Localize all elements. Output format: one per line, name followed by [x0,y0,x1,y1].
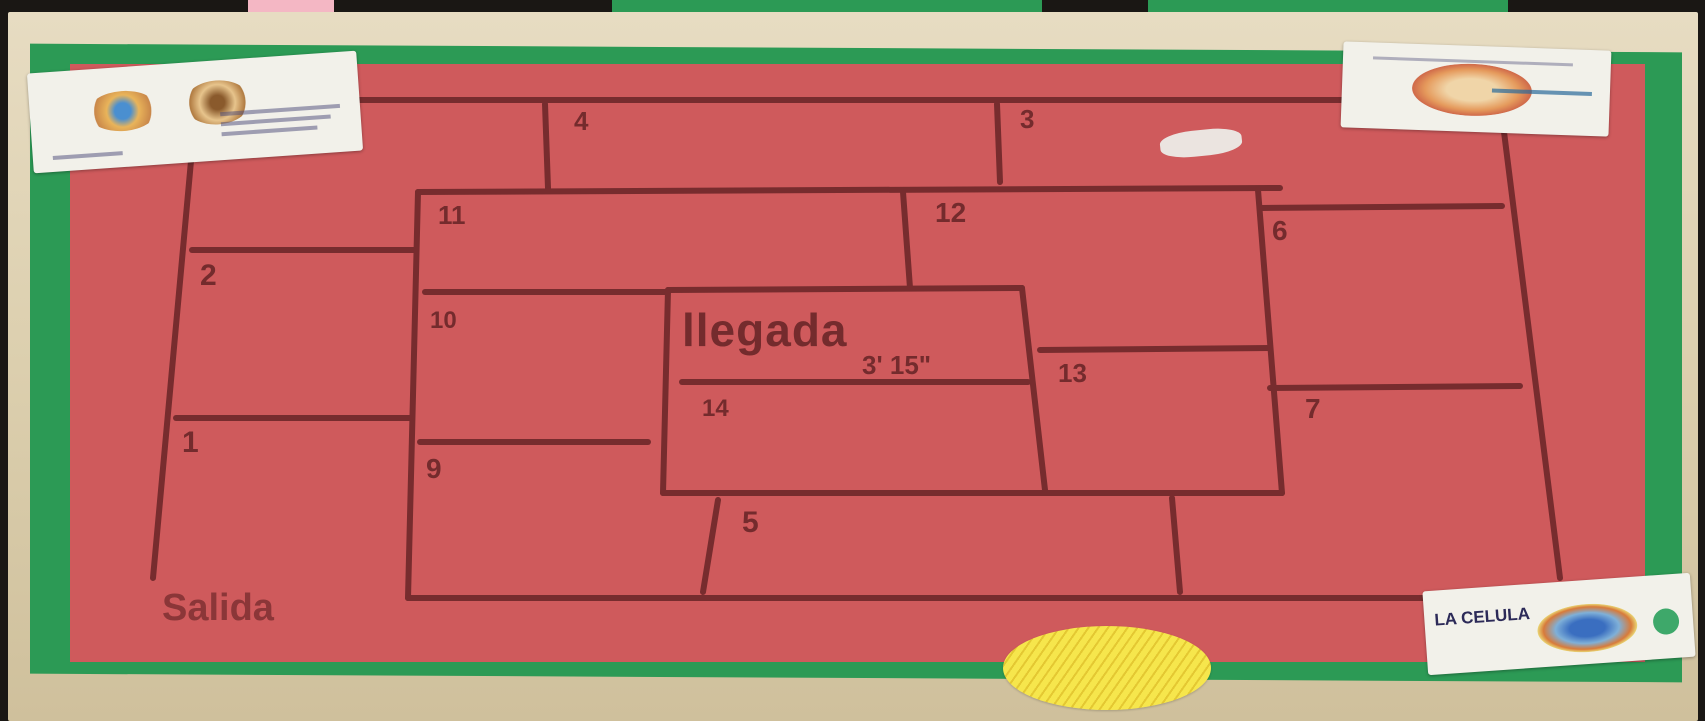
cell-number-5: 5 [742,506,759,539]
cell-number-3: 3 [1020,104,1034,134]
cell-number-13: 13 [1058,358,1087,388]
cell-number-2: 2 [200,259,217,292]
text-line [53,151,123,160]
cell-number-9: 9 [426,453,442,484]
cell-number-7: 7 [1305,393,1321,424]
cell-number-11: 11 [438,200,466,230]
cell-drawing-icon [86,89,159,134]
finish-sublabel: 3' 15" [862,350,931,380]
cell-number-4: 4 [574,106,589,136]
start-label: Salida [162,587,275,629]
text-line [221,126,317,137]
cell-number-14: 14 [702,395,729,422]
cell-number-10: 10 [430,307,457,334]
yellow-striped-disk [1003,626,1211,710]
card-title: LA CELULA [1434,604,1531,631]
cell-number-6: 6 [1272,215,1288,246]
finish-label: llegada [682,304,848,356]
cell-image-icon [1536,601,1639,656]
cell-number-12: 12 [935,197,966,228]
cell-drawing-icon-2 [183,78,252,126]
info-card-top-right [1341,41,1612,136]
cell-number-1: 1 [182,426,199,459]
badge-icon [1652,608,1680,636]
